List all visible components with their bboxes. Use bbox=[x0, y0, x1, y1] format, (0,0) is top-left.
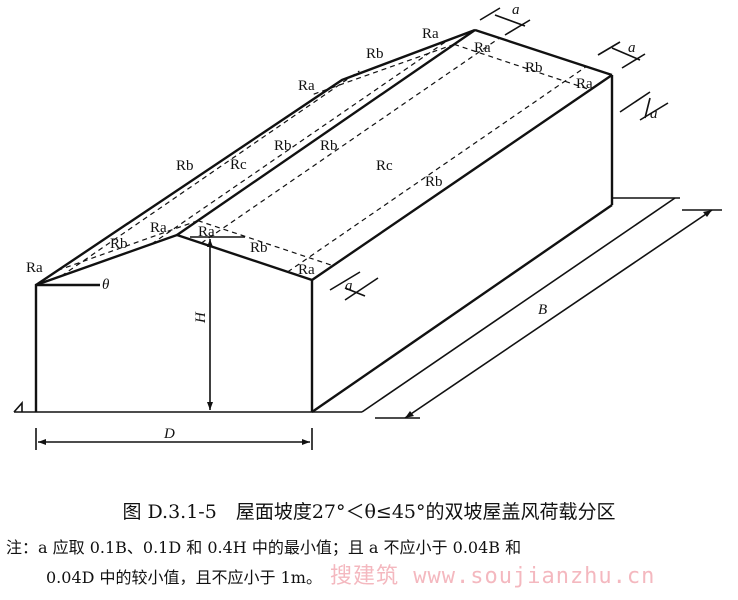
a-front-tick2 bbox=[344, 277, 379, 301]
zone-label: Rb bbox=[274, 138, 292, 154]
a-front-arrow bbox=[344, 287, 366, 297]
zone-boundary-line bbox=[312, 43, 455, 95]
zone-label: Ra bbox=[474, 40, 491, 56]
zone-label: Ra bbox=[150, 220, 167, 236]
front-gable-wall bbox=[34, 233, 314, 412]
dimension-h-label: H bbox=[193, 311, 209, 324]
a-ridge-arrow bbox=[494, 14, 526, 27]
a-ridge-tick1 bbox=[479, 7, 501, 21]
zone-label: Ra bbox=[422, 26, 439, 42]
zone-label: Ra bbox=[576, 76, 593, 92]
ground-mark bbox=[13, 400, 23, 413]
zone-boundary-line bbox=[61, 70, 360, 277]
zone-boundary-line bbox=[287, 66, 587, 273]
zone-label: Rc bbox=[230, 157, 247, 173]
zone-label: Ra bbox=[26, 260, 43, 276]
zone-boundary-line bbox=[200, 37, 500, 244]
watermark: 搜建筑 www.soujianzhu.cn bbox=[330, 564, 656, 589]
zone-label: Ra bbox=[198, 224, 215, 240]
dimension-a-label: a bbox=[345, 278, 353, 294]
figure-note: 注：a 应取 0.1B、0.1D 和 0.4H 中的最小值；且 a 不应小于 0… bbox=[6, 533, 736, 593]
right-eave-line bbox=[311, 74, 613, 281]
a-side-tick1 bbox=[619, 91, 651, 113]
ridge-line bbox=[176, 29, 476, 236]
dimension-d-label: D bbox=[163, 426, 175, 442]
left-eave-back-outline bbox=[35, 28, 476, 286]
dimension-a-label: a bbox=[628, 40, 636, 56]
dimension-a-label: a bbox=[650, 106, 658, 122]
zone-label: Rb bbox=[176, 158, 194, 174]
building-outline bbox=[34, 28, 614, 413]
zone-label: Rb bbox=[250, 240, 268, 256]
figure-caption: 图 D.3.1-5 屋面坡度27°＜θ≤45°的双坡屋盖风荷载分区 bbox=[122, 501, 616, 523]
arrowheads bbox=[38, 210, 712, 445]
zone-boundary-line bbox=[197, 220, 334, 267]
ground-and-dimensions bbox=[13, 7, 722, 450]
zone-label: Rb bbox=[525, 60, 543, 76]
a-front-tick1 bbox=[329, 271, 361, 291]
zone-label: Rb bbox=[320, 138, 338, 154]
zone-label: Ra bbox=[298, 262, 315, 278]
zone-boundary-line bbox=[151, 38, 450, 245]
zone-label: Rb bbox=[110, 236, 128, 252]
zone-boundaries bbox=[56, 37, 590, 277]
b-dimension-line bbox=[404, 209, 713, 419]
zone-labels: Ra θ Rb Ra Ra Rb Ra a H D B Rb Rc Rb Rb … bbox=[26, 2, 658, 442]
theta-label: θ bbox=[102, 277, 110, 293]
ground-side-line bbox=[361, 197, 676, 413]
side-wall-bottom bbox=[311, 204, 613, 413]
dimension-a-label: a bbox=[512, 2, 520, 18]
a-side-arrow bbox=[644, 97, 651, 119]
note-line-2: 0.04D 中的较小值，且不应小于 1m。 bbox=[46, 568, 322, 587]
gable-roof-diagram: Ra θ Rb Ra Ra Rb Ra a H D B Rb Rc Rb Rb … bbox=[13, 2, 722, 450]
a-back-tick1 bbox=[597, 41, 621, 56]
zone-label: Rb bbox=[425, 174, 443, 190]
zone-label: Ra bbox=[298, 78, 315, 94]
back-gable-right-edge bbox=[474, 28, 613, 77]
a-back-arrow bbox=[611, 47, 641, 61]
zone-boundary-line bbox=[56, 220, 199, 272]
zone-boundary-line bbox=[453, 43, 590, 90]
zone-label: Rc bbox=[376, 158, 393, 174]
dimension-b-label: B bbox=[538, 302, 547, 318]
a-ridge-tick2 bbox=[504, 19, 531, 36]
note-line-1: 注：a 应取 0.1B、0.1D 和 0.4H 中的最小值；且 a 不应小于 0… bbox=[6, 538, 522, 557]
a-back-tick2 bbox=[621, 53, 646, 69]
zone-label: Rb bbox=[366, 46, 384, 62]
